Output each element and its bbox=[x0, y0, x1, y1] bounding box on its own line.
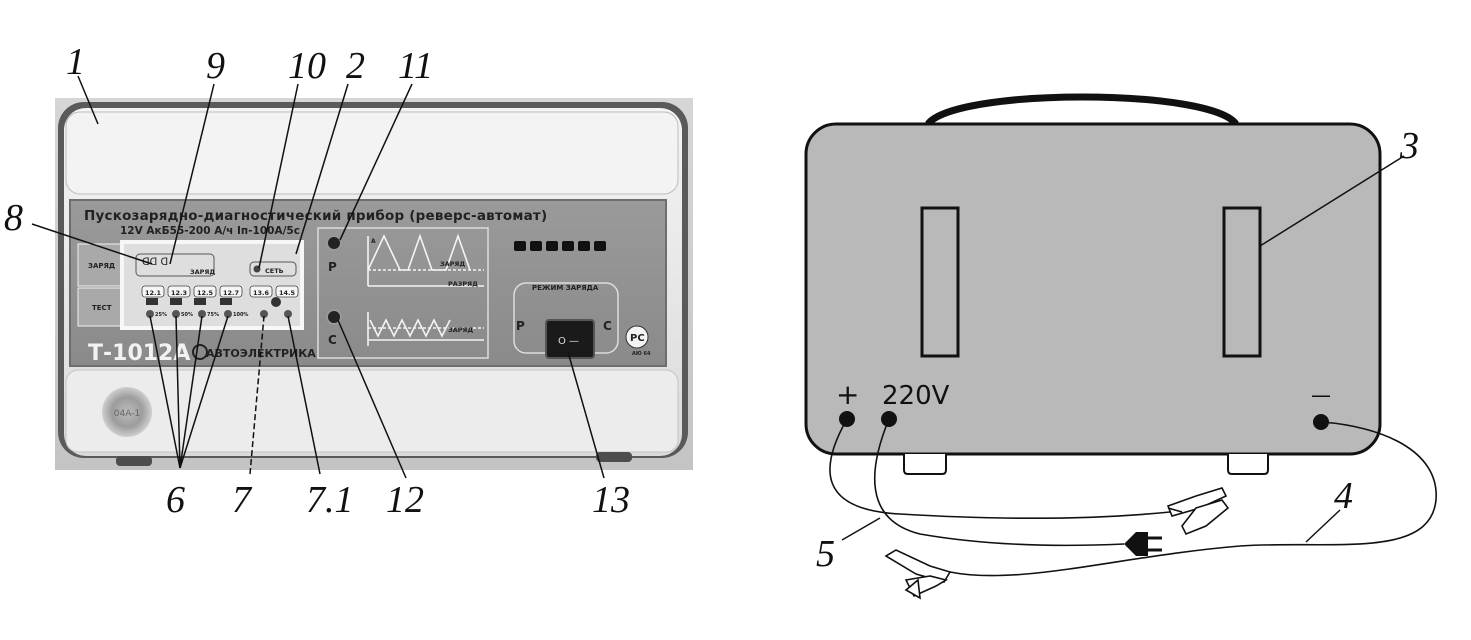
voltage-label: 12.7 bbox=[223, 289, 239, 297]
panel-spec: 12V АкБ55-200 А/ч Iп-100А/5с bbox=[120, 225, 300, 237]
callout-13: 13 bbox=[592, 479, 630, 521]
charge-graph-top bbox=[367, 233, 484, 287]
callout-12: 12 bbox=[386, 479, 424, 521]
button-p[interactable] bbox=[326, 235, 342, 251]
callout-5: 5 bbox=[816, 533, 835, 575]
voltage-scale: 12.1 12.3 12.5 12.7 13.6 14.5 bbox=[141, 285, 299, 298]
callout-2: 2 bbox=[346, 45, 365, 87]
percent-label: 75% bbox=[207, 312, 219, 318]
graph-zaryad-bottom: ЗАРЯД bbox=[448, 326, 473, 334]
callout-6: 6 bbox=[166, 479, 185, 521]
graph-zaryad-top: ЗАРЯД bbox=[440, 260, 465, 268]
panel-title: Пускозарядно-диагностический прибор (рев… bbox=[84, 208, 547, 224]
button-c-label: С bbox=[328, 333, 337, 347]
plus-cable bbox=[829, 418, 1171, 520]
terminal-plus-label: + bbox=[836, 378, 859, 411]
battery-icons bbox=[146, 298, 232, 305]
cert-mark bbox=[625, 325, 649, 349]
carry-handle bbox=[925, 93, 1239, 127]
graph-axis-a: А bbox=[371, 238, 376, 245]
plus-clamp bbox=[1166, 487, 1230, 536]
mains-cable bbox=[873, 418, 1125, 547]
mains-voltage-label: 220V bbox=[882, 381, 950, 411]
callout-10: 10 bbox=[288, 45, 326, 87]
mode-switch-label: O — bbox=[558, 336, 579, 347]
cert-code: АЮ 64 bbox=[632, 351, 651, 357]
mode-c: С bbox=[603, 319, 612, 333]
front-leader-lines bbox=[31, 75, 605, 479]
callout-1: 1 bbox=[66, 41, 85, 83]
svg-text:04A-1: 04A-1 bbox=[114, 409, 140, 419]
back-leader-lines bbox=[841, 155, 1405, 543]
vent-slot-left bbox=[920, 206, 960, 358]
callout-8: 8 bbox=[4, 197, 23, 239]
mains-plug bbox=[1124, 532, 1162, 556]
mode-title: РЕЖИМ ЗАРЯДА bbox=[532, 284, 599, 292]
percent-label: 50% bbox=[181, 312, 193, 318]
minus-cable bbox=[949, 421, 1437, 577]
callout-4: 4 bbox=[1334, 475, 1353, 517]
callout-9: 9 bbox=[206, 45, 225, 87]
test-leds: 25% 50% 75% 100% bbox=[146, 297, 292, 318]
graph-razryad: РАЗРЯД bbox=[448, 280, 478, 288]
indicator-zaryad-label: ЗАРЯД bbox=[190, 268, 215, 276]
vent-slot-right bbox=[1222, 206, 1262, 358]
callout-7: 7 bbox=[232, 479, 253, 521]
voltage-label: 12.1 bbox=[145, 289, 162, 297]
hologram-sticker bbox=[102, 387, 152, 437]
voltage-label: 12.5 bbox=[197, 289, 214, 297]
row-label-zaryad: ЗАРЯД bbox=[88, 262, 115, 270]
cables bbox=[829, 418, 1437, 577]
top-cover bbox=[65, 111, 679, 195]
front-device: 04A-1 Пускозарядно-диагностический прибо… bbox=[55, 98, 693, 470]
bottom-panel bbox=[65, 369, 679, 453]
button-p-label: Р bbox=[328, 260, 337, 274]
callout-3: 3 bbox=[1399, 125, 1419, 167]
back-device: + 220V — bbox=[804, 93, 1382, 475]
voltage-label: 12.3 bbox=[171, 289, 187, 297]
vehicle-pictograms bbox=[514, 241, 606, 251]
minus-clamp bbox=[884, 549, 952, 600]
row-label-test: ТЕСТ bbox=[92, 304, 112, 312]
mode-p: Р bbox=[516, 319, 525, 333]
percent-label: 25% bbox=[155, 312, 167, 318]
svg-text:PC: PC bbox=[630, 333, 645, 344]
indicator-set-label: СЕТЬ bbox=[265, 267, 284, 275]
terminal-minus-label: — bbox=[1311, 383, 1331, 407]
callout-7-1: 7.1 bbox=[306, 479, 354, 521]
voltage-label: 14.5 bbox=[279, 289, 296, 297]
callout-11: 11 bbox=[398, 45, 433, 87]
percent-label: 100% bbox=[233, 312, 248, 318]
model-label: Т-1012А bbox=[88, 341, 190, 366]
charge-graph-bottom bbox=[367, 312, 484, 346]
voltage-label: 13.6 bbox=[253, 289, 270, 297]
svg-text:ꓷꓷ ꓷ: ꓷꓷ ꓷ bbox=[142, 257, 168, 268]
